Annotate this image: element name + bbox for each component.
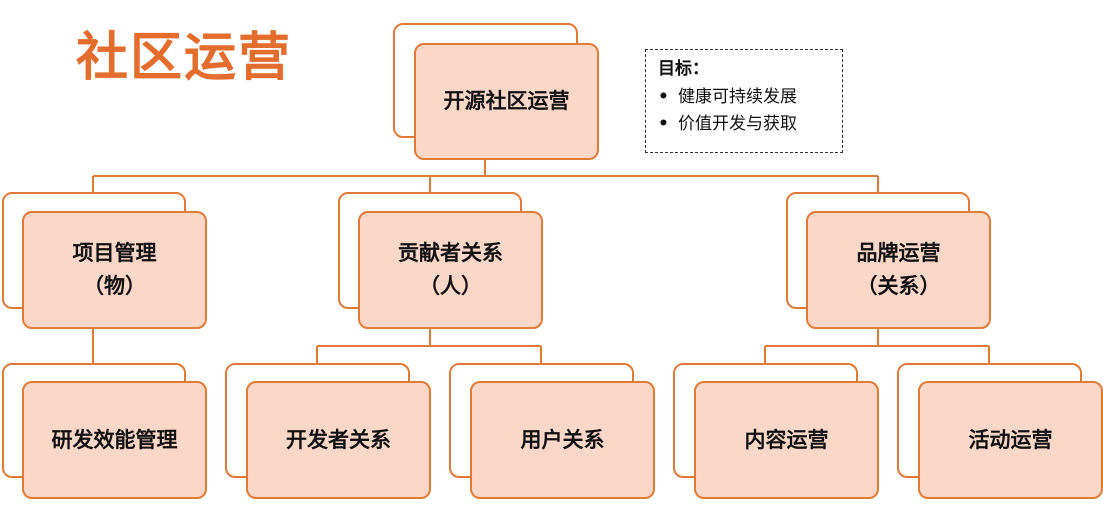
goal-item: 健康可持续发展 [658, 84, 830, 111]
node-label: 贡献者关系 [398, 241, 503, 266]
node-label: 开源社区运营 [443, 89, 570, 114]
node-user-relations: 用户关系 [449, 363, 655, 499]
connector-contributors-to-children [316, 328, 542, 363]
node-open-source-community-ops: 开源社区运营 [393, 23, 599, 160]
node-developer-relations: 开发者关系 [225, 363, 431, 499]
node-rd-efficiency-management: 研发效能管理 [2, 363, 207, 499]
node-label: 项目管理 [72, 241, 157, 266]
node-label: 用户关系 [520, 427, 605, 452]
node-sublabel: （物） [83, 274, 146, 298]
node-event-operations: 活动运营 [897, 363, 1103, 499]
node-label: 研发效能管理 [51, 427, 178, 452]
connector-brand-to-children [764, 328, 990, 363]
node-contributor-relations: 贡献者关系 （人） [338, 192, 543, 329]
connector-root-to-level1 [92, 158, 879, 192]
goal-item: 价值开发与获取 [658, 111, 830, 138]
node-label: 活动运营 [968, 427, 1053, 452]
node-label: 开发者关系 [286, 427, 391, 452]
page-title: 社区运营 [76, 28, 293, 88]
node-content-operations: 内容运营 [673, 363, 879, 499]
goals-box: 目标： 健康可持续发展 价值开发与获取 [645, 49, 843, 153]
node-sublabel: （人） [419, 274, 482, 298]
node-sublabel: （关系） [856, 274, 941, 298]
node-brand-operations: 品牌运营 （关系） [786, 192, 991, 329]
goals-heading: 目标： [658, 59, 709, 79]
node-project-management: 项目管理 （物） [2, 192, 207, 329]
node-label: 内容运营 [744, 427, 829, 452]
node-label: 品牌运营 [856, 241, 941, 266]
goals-list: 健康可持续发展 价值开发与获取 [658, 84, 830, 138]
